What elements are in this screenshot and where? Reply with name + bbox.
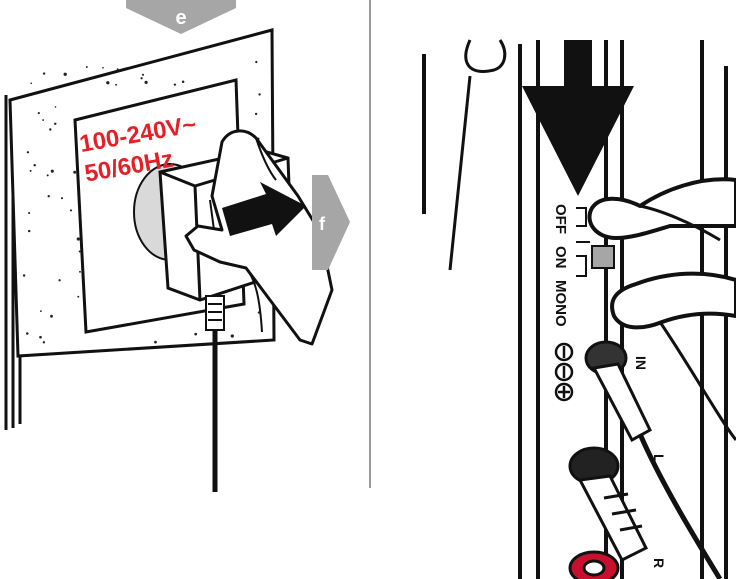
wall-speckle: [26, 332, 29, 335]
wall-speckle: [28, 212, 30, 214]
switch-mono-label: MONO: [552, 280, 569, 327]
wall-speckle: [33, 164, 35, 166]
wall-speckle: [258, 93, 260, 95]
wall-speckle: [255, 61, 257, 63]
wall-speckle: [231, 334, 234, 337]
wall-speckle: [42, 119, 44, 121]
wall-speckle: [40, 310, 42, 312]
wall-speckle: [64, 73, 67, 76]
wall-speckle: [154, 341, 157, 344]
wall-speckle: [58, 279, 60, 281]
rca-plug-right: [570, 552, 618, 579]
wall-speckle: [27, 151, 29, 153]
wall-speckle: [47, 174, 49, 176]
wall-speckle: [255, 113, 257, 115]
step-f-label: f: [319, 214, 326, 234]
step-e-badge: e: [126, 0, 236, 34]
jack-right-label: R: [651, 558, 667, 568]
polarity-symbols: [556, 344, 572, 400]
wall-speckle: [73, 171, 76, 174]
jack-left-label: L: [651, 454, 667, 463]
wall-speckle: [194, 333, 197, 336]
wall-speckle: [102, 67, 104, 69]
wall-speckle: [49, 128, 51, 130]
wall-speckle: [48, 195, 50, 197]
wall-speckle: [28, 230, 30, 232]
switch-on-label: ON: [552, 246, 569, 269]
wall-speckle: [55, 106, 57, 108]
wall-speckle: [117, 68, 119, 70]
mode-switch: [592, 246, 614, 268]
wall-speckle: [174, 83, 176, 85]
wall-speckle: [54, 123, 56, 125]
step-f-arrow-icon: [312, 175, 350, 270]
wall-speckle: [23, 274, 25, 276]
left-panel: e 100-240V~ 50/60Hz: [6, 0, 350, 492]
jack-in-label: IN: [633, 356, 649, 370]
switch-labels: OFF ON MONO: [552, 204, 569, 327]
wall-speckle: [43, 341, 45, 343]
minus-terminal-icon: [556, 364, 572, 380]
wall-speckle: [140, 77, 142, 79]
wall-speckle: [79, 251, 81, 253]
wall-speckle: [50, 315, 53, 318]
wall-speckle: [145, 81, 148, 84]
step-f-badge: f: [312, 175, 350, 270]
wall-speckle: [182, 81, 185, 84]
wall-speckle: [86, 66, 88, 68]
plus-terminal-icon: [556, 384, 572, 400]
wall-speckle: [38, 112, 40, 114]
wall-speckle: [30, 82, 32, 84]
wall-speckle: [106, 81, 109, 84]
wall-speckle: [51, 170, 54, 173]
wall-speckle: [61, 197, 63, 199]
wall-speckle: [115, 84, 117, 86]
step-e-label: e: [175, 7, 186, 29]
right-panel: OFF ON MONO: [424, 40, 736, 579]
wall-speckle: [77, 296, 79, 298]
wall-speckle: [142, 74, 144, 76]
switch-off-label: OFF: [552, 204, 569, 234]
wall-speckle: [79, 271, 81, 273]
wall-speckle: [77, 237, 80, 240]
wall-speckle: [39, 336, 42, 339]
wall-speckle: [30, 170, 32, 172]
minus-terminal-icon: [556, 344, 572, 360]
wall-speckle: [70, 209, 72, 211]
power-cable: [206, 296, 224, 492]
wall-speckle: [43, 72, 45, 74]
